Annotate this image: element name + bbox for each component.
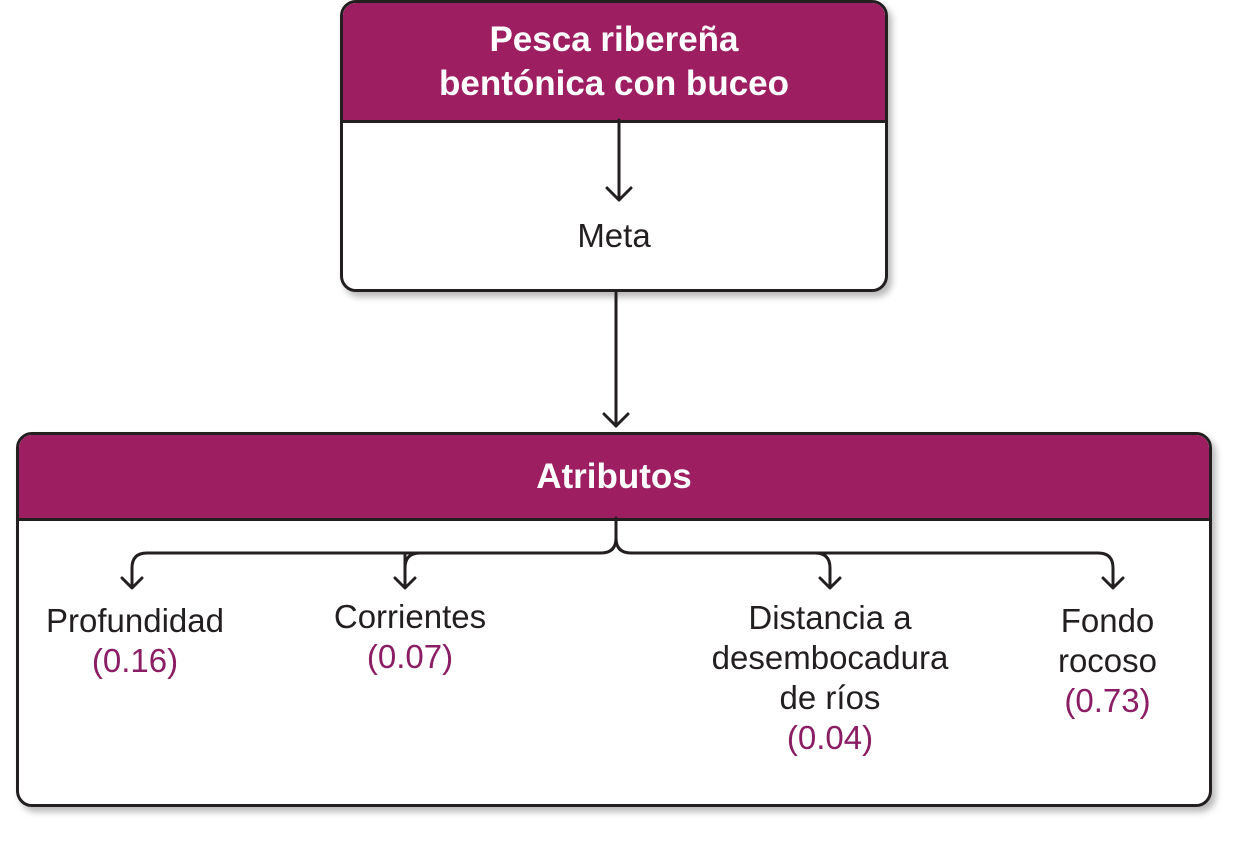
branch-profundidad: [130, 516, 618, 589]
arrow-goal-to-attributes-head: [602, 412, 630, 428]
arrow-header-to-meta-head: [605, 186, 633, 202]
attribute-distancia-desembocadura: Distancia a desembocadura de ríos (0.04): [680, 598, 980, 758]
branch-profundidad-head: [120, 576, 144, 590]
branch-distancia: [813, 551, 832, 589]
attribute-name: Corrientes: [333, 598, 487, 635]
attribute-fondo-rocoso: Fondo rocoso (0.73): [1000, 601, 1215, 721]
attribute-weight: (0.16): [91, 642, 179, 679]
branch-corrientes-head: [393, 576, 417, 590]
goal-title-line-2: bentónica con buceo: [438, 63, 790, 103]
branch-distancia-head: [818, 576, 842, 590]
attribute-name-line-2: desembocadura: [711, 639, 949, 676]
goal-label: Meta: [577, 217, 651, 254]
attributes-title: Atributos: [536, 456, 692, 496]
attribute-corrientes: Corrientes (0.07): [280, 597, 540, 677]
goal-box: Pesca ribereña bentónica con buceo: [340, 0, 888, 292]
attributes-box: Atributos: [16, 432, 1212, 807]
attribute-name-line-1: Fondo: [1060, 602, 1155, 639]
attribute-name-line-1: Distancia a: [748, 599, 912, 636]
attribute-name-line-2: rocoso: [1057, 642, 1158, 679]
attribute-profundidad: Profundidad (0.16): [0, 601, 270, 681]
attribute-weight: (0.04): [786, 719, 874, 756]
branch-fondo-head: [1101, 576, 1125, 590]
goal-box-header: Pesca ribereña bentónica con buceo: [343, 3, 885, 123]
goal-title-line-1: Pesca ribereña: [489, 19, 739, 59]
branch-fondo: [614, 536, 1115, 589]
attribute-weight: (0.73): [1064, 682, 1151, 719]
attribute-name: Profundidad: [46, 602, 224, 639]
attributes-box-header: Atributos: [19, 435, 1209, 521]
attribute-weight: (0.07): [366, 638, 454, 675]
attribute-name-line-3: de ríos: [779, 679, 881, 716]
